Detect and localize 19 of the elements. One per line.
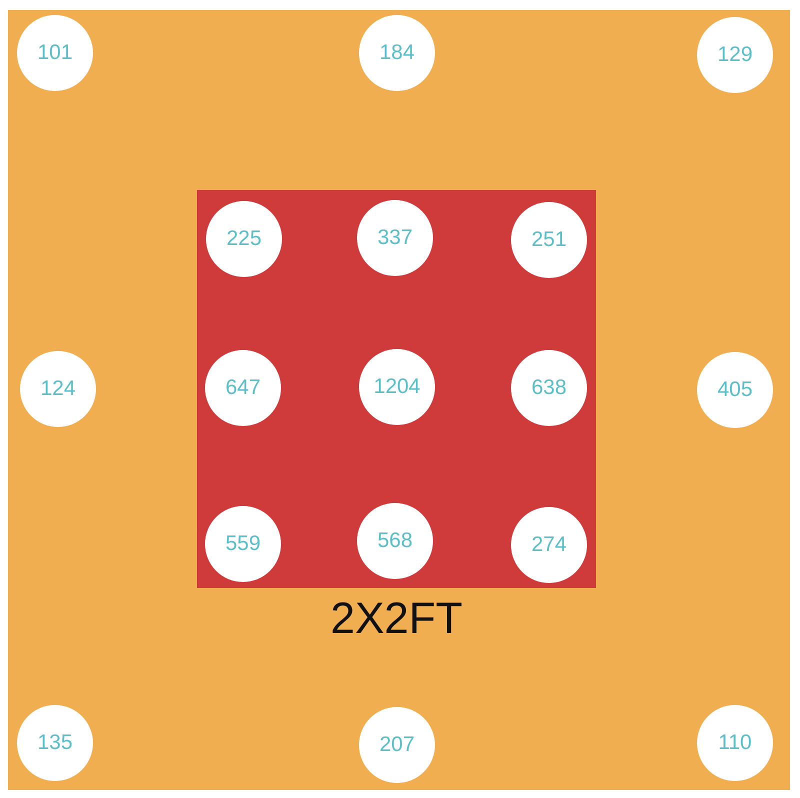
value-label: 101 <box>37 41 73 65</box>
value-label: 251 <box>531 228 567 252</box>
value-label: 559 <box>225 532 261 556</box>
value-label: 274 <box>531 533 567 557</box>
value-label: 135 <box>37 731 73 755</box>
value-label: 207 <box>379 733 415 757</box>
value-label: 184 <box>379 41 415 65</box>
value-label: 647 <box>225 376 261 400</box>
value-label: 129 <box>717 43 753 67</box>
value-label: 405 <box>717 378 753 402</box>
value-label: 124 <box>40 377 76 401</box>
value-label: 337 <box>377 226 413 250</box>
value-label: 1204 <box>374 375 420 399</box>
value-label: 568 <box>377 529 413 553</box>
size-label: 2X2FT <box>329 594 464 644</box>
board-background <box>8 10 790 790</box>
value-label: 638 <box>531 376 567 400</box>
value-label: 225 <box>226 227 262 251</box>
value-label: 110 <box>718 731 752 755</box>
